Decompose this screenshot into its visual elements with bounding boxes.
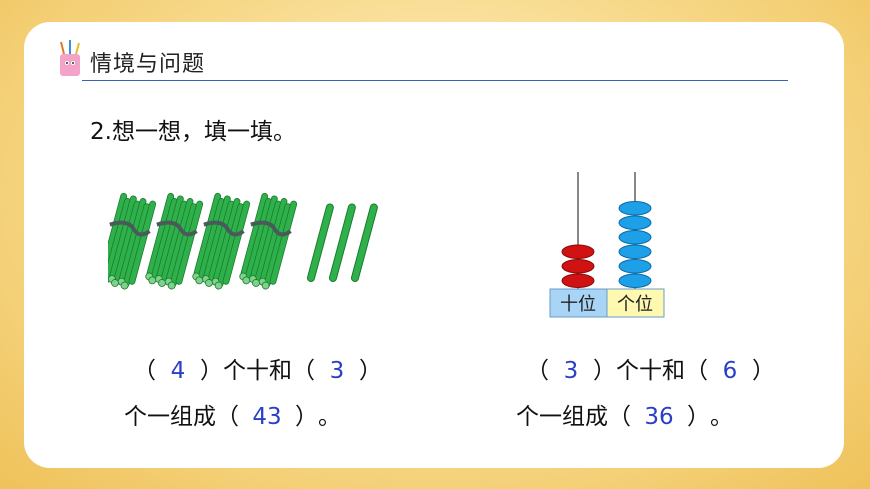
open-paren: （ <box>292 358 315 384</box>
right-compose-text: 个一组成 <box>516 404 608 430</box>
left-total-answer[interactable]: 43 <box>252 404 282 430</box>
ones-bead <box>618 215 652 230</box>
stick-bundle <box>108 192 157 290</box>
bundle-band <box>203 220 245 237</box>
left-ones-answer[interactable]: 3 <box>329 358 345 384</box>
close-paren: ） <box>687 404 710 430</box>
open-paren: （ <box>526 358 549 384</box>
ones-bead <box>618 230 652 245</box>
left-line-1: （ 4 ） 个十和 （ 3 ） <box>133 351 382 385</box>
right-tens-answer[interactable]: 3 <box>563 358 579 384</box>
right-ones-answer[interactable]: 6 <box>722 358 738 384</box>
close-paren: ） <box>359 358 382 384</box>
ones-place-label: 个位 <box>617 294 653 315</box>
ones-place-cell <box>606 288 665 318</box>
open-paren: （ <box>216 404 239 430</box>
close-paren: ） <box>593 358 616 384</box>
right-line-2: 个一组成 （ 36 ） 。 <box>516 397 733 431</box>
stick-bundle <box>145 192 204 290</box>
abacus-illustration: 十位 个位 <box>549 172 665 318</box>
open-paren: （ <box>133 358 156 384</box>
period: 。 <box>318 404 341 430</box>
bundle-band <box>109 220 151 237</box>
open-paren: （ <box>608 404 631 430</box>
ones-bead <box>618 201 652 216</box>
stick-bundle <box>192 192 251 290</box>
tens-place-label: 十位 <box>560 294 596 315</box>
close-paren: ） <box>295 404 318 430</box>
bundle-band <box>250 220 292 237</box>
open-paren: （ <box>685 358 708 384</box>
tens-bead <box>561 273 595 288</box>
ones-bead <box>618 273 652 288</box>
right-total-answer[interactable]: 36 <box>644 404 674 430</box>
page-title: 情境与问题 <box>90 52 206 77</box>
single-sticks <box>306 203 378 282</box>
question-prompt: 2.想一想，填一填。 <box>90 119 296 145</box>
left-tens-text: 个十和 <box>223 358 292 384</box>
left-line-2: 个一组成 （ 43 ） 。 <box>124 397 341 431</box>
tens-bead <box>561 244 595 259</box>
right-line-1: （ 3 ） 个十和 （ 6 ） <box>526 351 775 385</box>
pencil-cup-icon <box>60 40 80 76</box>
ones-bead <box>618 259 652 274</box>
right-tens-text: 个十和 <box>616 358 685 384</box>
header-divider <box>82 80 788 81</box>
stick-bundle <box>239 192 298 290</box>
tens-place-cell <box>549 288 608 318</box>
ones-bead <box>618 244 652 259</box>
close-paren: ） <box>200 358 223 384</box>
tens-bead <box>561 259 595 274</box>
close-paren: ） <box>752 358 775 384</box>
left-tens-answer[interactable]: 4 <box>170 358 186 384</box>
left-compose-text: 个一组成 <box>124 404 216 430</box>
period: 。 <box>710 404 733 430</box>
bundle-band <box>156 220 198 237</box>
counting-sticks-illustration <box>108 192 378 290</box>
